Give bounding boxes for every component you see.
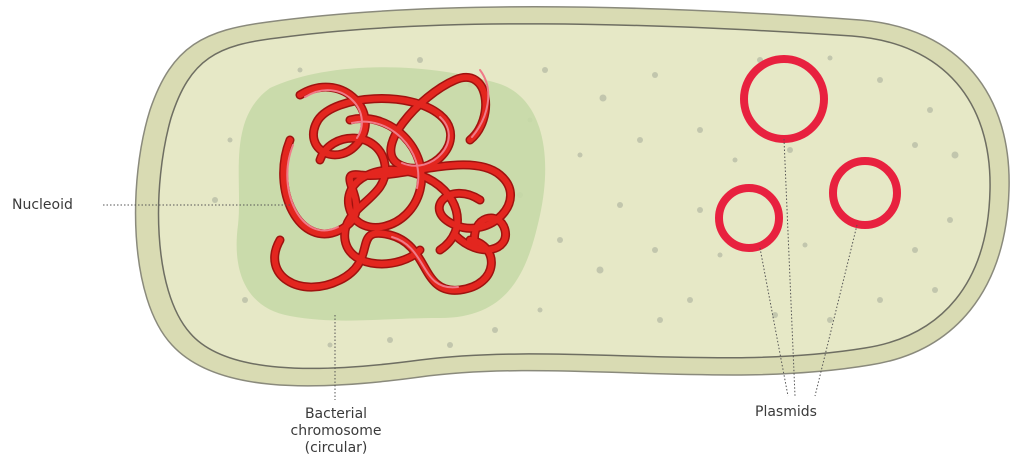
chromosome-label-line-3: (circular) (275, 440, 397, 457)
chromosome-label-line-2: chromosome (275, 423, 397, 440)
nucleoid-label: Nucleoid (12, 197, 73, 214)
chromosome-label-line-1: Bacterial (275, 406, 397, 423)
bacterial-chromosome-label: Bacterial chromosome (circular) (275, 406, 397, 457)
plasmids-label: Plasmids (755, 404, 817, 421)
